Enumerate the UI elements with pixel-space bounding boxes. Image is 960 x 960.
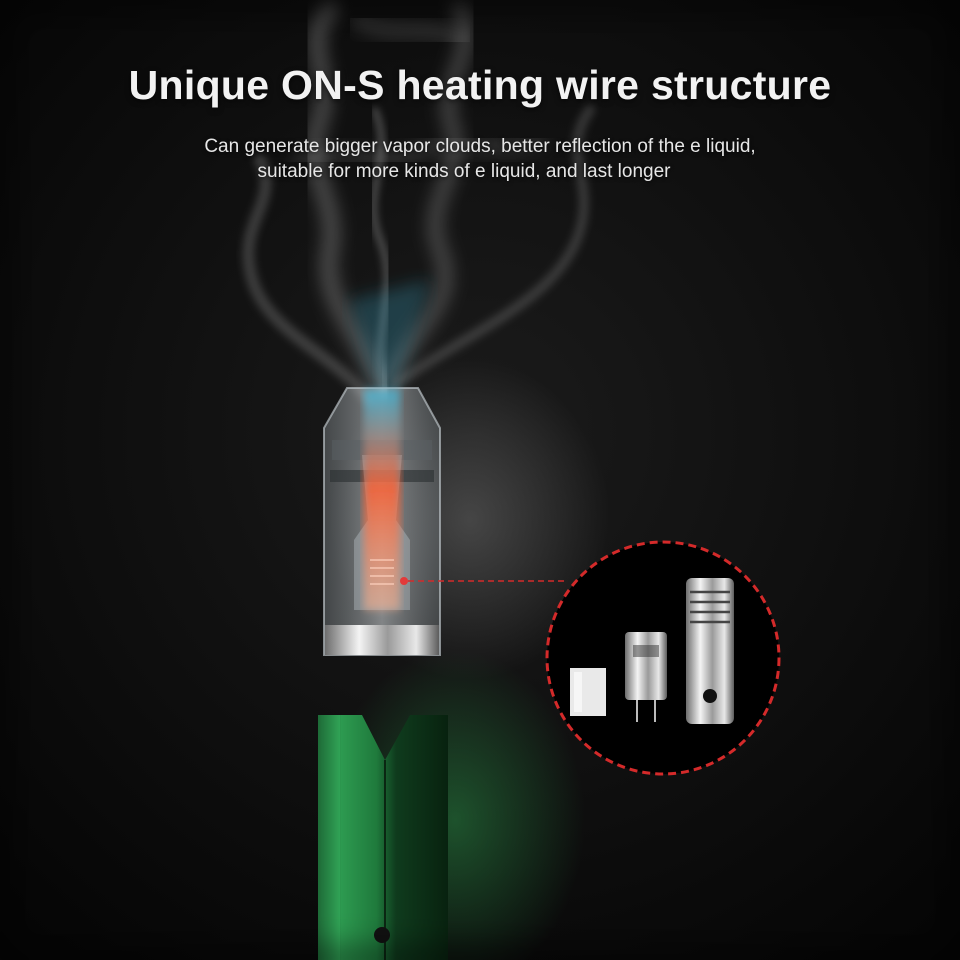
device-button xyxy=(374,927,390,943)
pod-base xyxy=(325,625,439,655)
pod-cartridge xyxy=(323,387,441,656)
headline: Unique ON-S heating wire structure xyxy=(128,62,832,108)
subtitle-line-1: Can generate bigger vapor clouds, better… xyxy=(204,136,756,157)
callout-anchor xyxy=(400,577,408,585)
heating-chamber xyxy=(364,390,400,610)
coil-housing xyxy=(686,578,734,724)
airflow-glow xyxy=(350,280,430,395)
smoke-plume xyxy=(242,1,595,406)
subtitle-line-2: suitable for more kinds of e liquid, and… xyxy=(257,161,671,182)
callout-border xyxy=(545,540,781,776)
coil-callout xyxy=(545,540,781,776)
device-body xyxy=(318,715,448,960)
coil-core xyxy=(625,632,667,722)
